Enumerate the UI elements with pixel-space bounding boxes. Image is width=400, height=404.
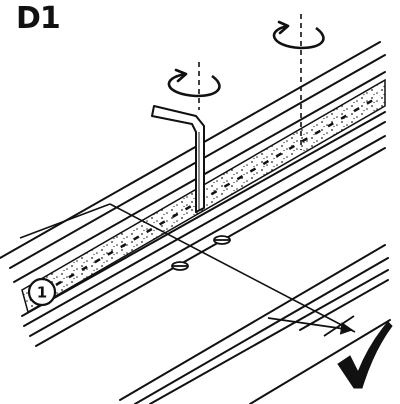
rotation-arrow-icon xyxy=(167,68,221,98)
rotation-axes xyxy=(198,14,302,150)
callout-1: 1 xyxy=(27,277,57,307)
rotation-arrow-icon xyxy=(272,20,325,50)
step-label: D1 xyxy=(16,1,61,36)
lower-rail xyxy=(119,244,391,404)
hex-key-icon xyxy=(151,105,205,213)
checkmark-icon xyxy=(337,321,393,389)
callout-number: 1 xyxy=(37,284,47,302)
dimension-arrow-icon xyxy=(267,315,355,337)
clip-screws xyxy=(171,235,231,271)
panel-edge-lines xyxy=(19,203,356,333)
